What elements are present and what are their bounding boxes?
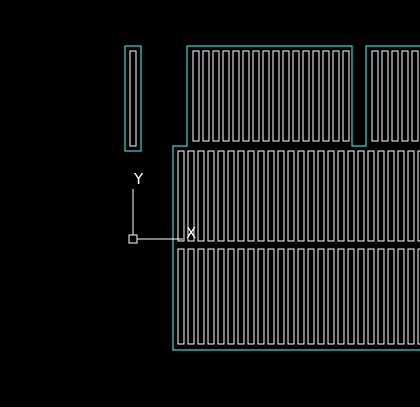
isolated-slot[interactable]	[124, 45, 142, 152]
slot	[257, 150, 265, 242]
slot	[262, 50, 270, 142]
slot	[397, 150, 405, 242]
slot	[342, 50, 350, 142]
slot	[347, 150, 355, 242]
ucs-x-label: X	[186, 224, 196, 242]
slot	[217, 150, 225, 242]
slot	[192, 50, 200, 142]
slot	[287, 150, 295, 242]
slot	[207, 150, 215, 242]
slot	[381, 50, 389, 142]
ucs-origin-box	[128, 234, 138, 244]
slot	[312, 50, 320, 142]
slot	[247, 248, 255, 345]
slot	[332, 50, 340, 142]
slot	[227, 150, 235, 242]
isolated-slot-outline	[124, 45, 142, 152]
slot	[237, 248, 245, 345]
ucs-axis-icon: Y X	[128, 170, 196, 244]
slot	[282, 50, 290, 142]
slot	[217, 248, 225, 345]
slot	[347, 248, 355, 345]
slot	[391, 50, 399, 142]
slot	[357, 150, 365, 242]
slot-row-bottom	[177, 248, 420, 345]
slot	[187, 248, 195, 345]
slot	[367, 248, 375, 345]
slot	[202, 50, 210, 142]
slot-row-top	[192, 50, 419, 142]
slot	[227, 248, 235, 345]
slot	[277, 248, 285, 345]
slot	[322, 50, 330, 142]
slot-row-middle	[177, 150, 420, 242]
slot	[377, 150, 385, 242]
slot	[292, 50, 300, 142]
slot	[397, 248, 405, 345]
slot	[417, 248, 420, 345]
slot	[371, 50, 379, 142]
slot	[297, 150, 305, 242]
slot	[212, 50, 220, 142]
slot	[287, 248, 295, 345]
panel-boundary[interactable]	[172, 45, 420, 351]
slot	[277, 150, 285, 242]
slot	[197, 248, 205, 345]
slot	[307, 248, 315, 345]
slot	[302, 50, 310, 142]
slot	[337, 150, 345, 242]
slot	[257, 248, 265, 345]
slot	[242, 50, 250, 142]
slot	[327, 248, 335, 345]
slot	[177, 150, 185, 242]
slot	[407, 248, 415, 345]
slot	[417, 150, 420, 242]
slot	[207, 248, 215, 345]
slot	[317, 248, 325, 345]
slot	[327, 150, 335, 242]
slot	[357, 248, 365, 345]
slot	[232, 50, 240, 142]
slot	[401, 50, 409, 142]
slot	[267, 150, 275, 242]
slot	[407, 150, 415, 242]
slot	[411, 50, 419, 142]
slot	[297, 248, 305, 345]
slot	[387, 150, 395, 242]
slot	[272, 50, 280, 142]
slot	[307, 150, 315, 242]
slot	[387, 248, 395, 345]
slot	[197, 150, 205, 242]
ucs-y-label: Y	[133, 170, 144, 188]
slot	[237, 150, 245, 242]
slot	[337, 248, 345, 345]
isolated-slot-inner	[129, 50, 137, 147]
slot	[367, 150, 375, 242]
slot	[252, 50, 260, 142]
slot	[267, 248, 275, 345]
slot	[377, 248, 385, 345]
slot	[177, 248, 185, 345]
slot	[247, 150, 255, 242]
slot	[187, 150, 195, 242]
slot	[317, 150, 325, 242]
slot	[222, 50, 230, 142]
